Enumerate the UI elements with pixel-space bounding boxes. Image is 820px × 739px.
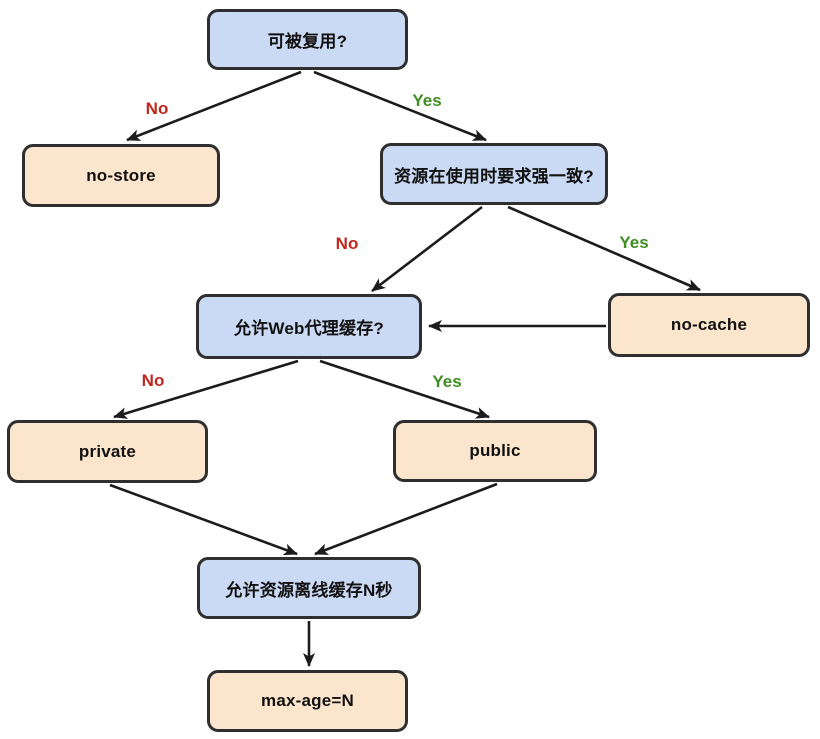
edge-strong-web-proxy <box>371 205 483 293</box>
node-no-store: no-store <box>22 144 220 207</box>
node-web-proxy: 允许Web代理缓存? <box>196 294 422 359</box>
node-public: public <box>393 420 597 482</box>
edge-private-offline <box>109 483 298 556</box>
edge-label-reusable-no: No <box>145 99 169 118</box>
node-no-cache: no-cache <box>608 293 810 357</box>
edge-reusable-no-store <box>126 70 302 142</box>
node-offline-cache: 允许资源离线缓存N秒 <box>197 557 421 619</box>
node-reusable: 可被复用? <box>207 9 408 70</box>
node-strong-consistency: 资源在使用时要求强一致? <box>380 143 608 205</box>
node-max-age: max-age=N <box>207 670 408 732</box>
edge-label-strong-no: No <box>335 234 359 253</box>
edge-label-strong-yes: Yes <box>619 233 649 252</box>
edge-label-proxy-yes: Yes <box>432 372 462 391</box>
edge-label-reusable-yes: Yes <box>412 91 442 110</box>
edge-reusable-strong <box>313 70 487 142</box>
edge-web-proxy-private <box>113 359 299 419</box>
edge-strong-no-cache <box>507 205 701 292</box>
edge-web-proxy-public <box>319 359 490 419</box>
node-private: private <box>7 420 208 483</box>
edge-label-proxy-no: No <box>141 371 165 390</box>
edge-public-offline <box>314 482 498 556</box>
